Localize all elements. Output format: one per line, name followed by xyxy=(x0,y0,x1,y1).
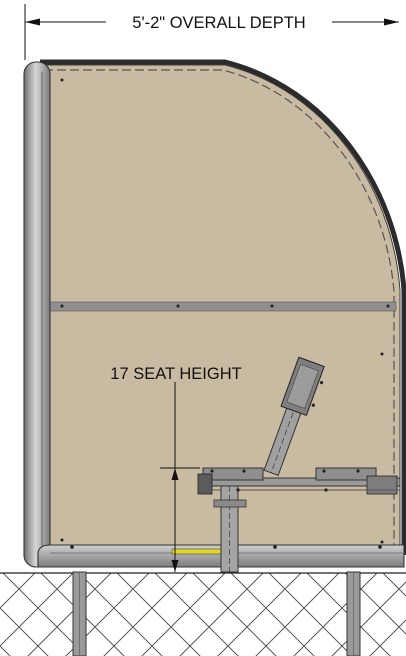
seat-height-label: 17 SEAT HEIGHT xyxy=(110,365,241,383)
rear-post xyxy=(23,61,51,568)
warning-label xyxy=(171,548,229,555)
canopy-panel xyxy=(39,59,406,561)
footings xyxy=(72,571,361,656)
backrest xyxy=(263,356,325,477)
overall-depth-dimension: 5'-2" OVERALL DEPTH xyxy=(24,4,399,60)
bench-assembly xyxy=(197,467,401,573)
seat-height-dimension: 17 SEAT HEIGHT xyxy=(110,365,242,572)
overall-depth-label: 5'-2" OVERALL DEPTH xyxy=(132,14,305,32)
ground xyxy=(0,572,406,656)
